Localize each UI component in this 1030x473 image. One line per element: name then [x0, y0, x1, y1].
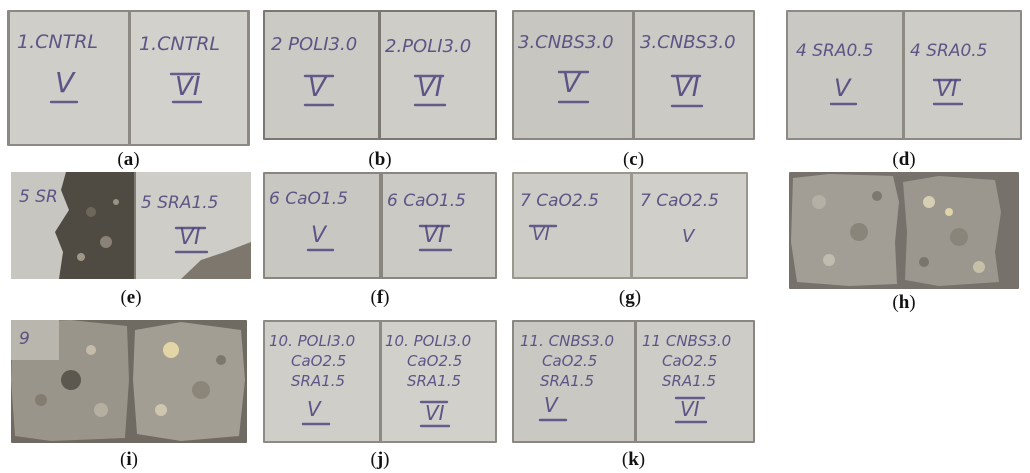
specimen-label: 6 CaO1.5	[387, 191, 466, 211]
caption-j: (j)	[370, 449, 390, 470]
specimen-label: VI	[175, 72, 200, 102]
specimen-pair-k: 11. CNBS3.0 CaO2.5 SRA1.5 V 11 CNBS3.0 C…	[512, 320, 755, 443]
specimen-label: V	[682, 226, 696, 247]
photo-d: 4 SRA0.5 V 4 SRA0.5 VI	[786, 10, 1022, 140]
specimen-label: V	[308, 73, 328, 103]
specimen-label: 4 SRA0.5	[910, 41, 988, 61]
panel-e: 5 SR 5 SRA1.5 VI (e)	[11, 172, 251, 312]
photo-i: 9	[11, 320, 247, 443]
caption-f: (f)	[370, 287, 390, 308]
specimen-label: SRA1.5	[662, 372, 716, 390]
photo-j: 10. POLI3.0 CaO2.5 SRA1.5 V 10. POLI3.0 …	[263, 320, 497, 443]
specimen-pair-c: 3.CNBS3.0 V 3.CNBS3.0 VI	[512, 10, 755, 140]
specimen-label: VI	[936, 77, 958, 102]
specimen-pair-h	[789, 172, 1019, 289]
caption-e: (e)	[120, 287, 142, 308]
specimen-label: 10. POLI3.0	[269, 332, 355, 350]
specimen-label: V	[834, 74, 852, 102]
panel-c: 3.CNBS3.0 V 3.CNBS3.0 VI (c)	[512, 10, 755, 173]
specimen-label: V	[311, 223, 328, 248]
specimen-label: V	[544, 393, 559, 417]
specimen-label: VI	[532, 224, 550, 245]
photo-a: 1.CNTRL V 1.CNTRL VI	[7, 10, 250, 146]
specimen-label: 5 SR	[19, 187, 58, 207]
specimen-label: CaO2.5	[407, 352, 462, 370]
panel-d: 4 SRA0.5 V 4 SRA0.5 VI (d)	[786, 10, 1022, 173]
specimen-label: CaO2.5	[291, 352, 346, 370]
photo-f: 6 CaO1.5 V 6 CaO1.5 VI	[263, 172, 497, 279]
specimen-label: VI	[179, 225, 201, 250]
specimen-label: 5 SRA1.5	[141, 193, 219, 213]
specimen-pair-g: 7 CaO2.5 VI 7 CaO2.5 V	[512, 172, 748, 279]
specimen-label: VI	[680, 397, 700, 421]
photo-g: 7 CaO2.5 VI 7 CaO2.5 V	[512, 172, 748, 279]
specimen-label: SRA1.5	[291, 372, 345, 390]
panel-g: 7 CaO2.5 VI 7 CaO2.5 V (g)	[512, 172, 748, 312]
specimen-label: V	[55, 66, 76, 99]
caption-d: (d)	[892, 149, 916, 170]
specimen-label: 9	[19, 329, 30, 349]
photo-h	[789, 172, 1019, 289]
panel-b: 2 POLI3.0 V 2.POLI3.0 VI (b)	[263, 10, 497, 173]
specimen-pair-b: 2 POLI3.0 V 2.POLI3.0 VI	[263, 10, 497, 140]
photo-b: 2 POLI3.0 V 2.POLI3.0 VI	[263, 10, 497, 140]
specimen-pair-i: 9	[11, 320, 247, 443]
caption-g: (g)	[618, 287, 642, 308]
specimen-label: 1.CNTRL	[139, 33, 220, 55]
photo-k: 11. CNBS3.0 CaO2.5 SRA1.5 V 11 CNBS3.0 C…	[512, 320, 755, 443]
specimen-pair-j: 10. POLI3.0 CaO2.5 SRA1.5 V 10. POLI3.0 …	[263, 320, 497, 443]
specimen-label: 2 POLI3.0	[271, 34, 357, 55]
caption-i: (i)	[120, 449, 138, 470]
specimen-label: 10. POLI3.0	[385, 332, 471, 350]
caption-a: (a)	[117, 149, 140, 170]
specimen-label: 7 CaO2.5	[520, 191, 599, 211]
panel-k: 11. CNBS3.0 CaO2.5 SRA1.5 V 11 CNBS3.0 C…	[512, 320, 755, 473]
specimen-pair-d: 4 SRA0.5 V 4 SRA0.5 VI	[786, 10, 1022, 140]
specimen-label: 11 CNBS3.0	[642, 332, 731, 350]
specimen-label: V	[562, 69, 582, 99]
photo-c: 3.CNBS3.0 V 3.CNBS3.0 VI	[512, 10, 755, 140]
specimen-label: 11. CNBS3.0	[520, 332, 614, 350]
specimen-label: 4 SRA0.5	[796, 41, 874, 61]
photo-e: 5 SR 5 SRA1.5 VI	[11, 172, 251, 279]
specimen-pair-f: 6 CaO1.5 V 6 CaO1.5 VI	[263, 172, 497, 279]
specimen-label: 1.CNTRL	[17, 31, 98, 53]
panel-i: 9 (i)	[11, 320, 247, 473]
specimen-pair-e: 5 SR 5 SRA1.5 VI	[11, 172, 251, 279]
caption-h: (h)	[892, 292, 916, 313]
specimen-left	[10, 12, 128, 144]
specimen-label: CaO2.5	[542, 352, 597, 370]
specimen-label: 6 CaO1.5	[269, 189, 348, 209]
specimen-label: VI	[417, 73, 442, 103]
caption-k: (k)	[621, 449, 646, 470]
specimen-label: V	[307, 397, 322, 421]
specimen-label: 3.CNBS3.0	[640, 32, 736, 53]
caption-b: (b)	[368, 149, 392, 170]
specimen-label: 2.POLI3.0	[385, 36, 471, 57]
caption-c: (c)	[622, 149, 645, 170]
specimen-right	[131, 12, 247, 144]
specimen-label: CaO2.5	[662, 352, 717, 370]
specimen-label: 7 CaO2.5	[640, 191, 719, 211]
specimen-label: VI	[425, 401, 445, 425]
panel-a: 1.CNTRL V 1.CNTRL VI (a)	[7, 10, 250, 173]
panel-f: 6 CaO1.5 V 6 CaO1.5 VI (f)	[263, 172, 497, 312]
panel-h: (h)	[789, 172, 1019, 313]
specimen-label: 3.CNBS3.0	[518, 32, 614, 53]
specimen-label: VI	[423, 223, 445, 248]
panel-j: 10. POLI3.0 CaO2.5 SRA1.5 V 10. POLI3.0 …	[263, 320, 497, 473]
specimen-label: SRA1.5	[407, 372, 461, 390]
specimen-label: SRA1.5	[540, 372, 594, 390]
specimen-pair-a: 1.CNTRL V 1.CNTRL VI	[7, 10, 250, 146]
specimen-label: VI	[674, 73, 699, 103]
